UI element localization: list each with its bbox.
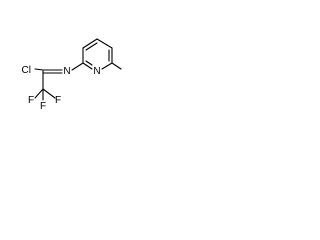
ring-inner-double-bond-1: [85, 42, 98, 51]
atom-labels: Cl N N F F F: [22, 65, 101, 112]
ring-bond-2: [82, 38, 98, 49]
cf3-f-right-bond: [42, 88, 56, 99]
methyl-bond: [111, 62, 122, 70]
c-cl-bond: [34, 68, 44, 71]
pyridine-nitrogen-label: N: [93, 66, 100, 77]
fluorine-left-label: F: [28, 95, 34, 106]
chemical-structure: Cl N N F F F: [22, 38, 122, 112]
chlorine-label: Cl: [22, 65, 31, 76]
ring-bond-3: [96, 38, 113, 49]
n-pyridine-bond: [71, 62, 84, 71]
ring-bond-5: [101, 62, 113, 70]
ring-inner-double-bond-3: [85, 60, 93, 66]
fluorine-bottom-label: F: [40, 101, 46, 112]
bonds: [34, 38, 122, 101]
fluorine-right-label: F: [55, 95, 61, 106]
cf3-f-left-bond: [34, 88, 44, 99]
imine-nitrogen-label: N: [63, 66, 70, 77]
ring-bond-6: [82, 62, 93, 70]
